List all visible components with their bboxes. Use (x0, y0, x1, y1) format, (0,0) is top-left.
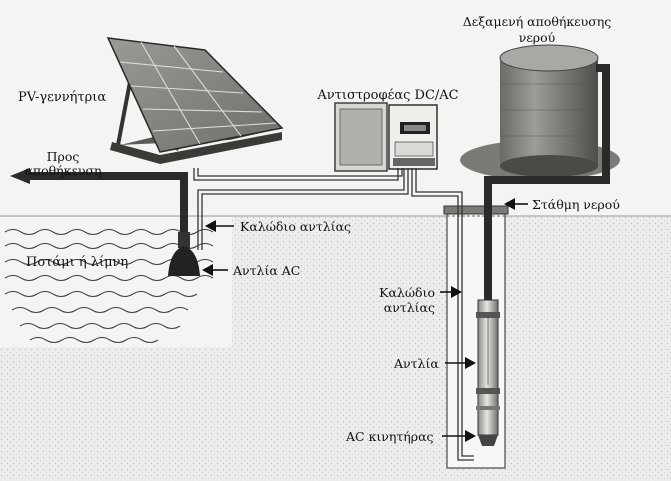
label-pump-cable-well-line1: Καλώδιο (379, 285, 435, 300)
pump-cables (193, 168, 474, 461)
label-river-lake: Ποτάμι ή λίμνη (26, 255, 129, 270)
arrow-icon-water-level (504, 198, 528, 210)
label-to-storage-line1: Προς (46, 149, 80, 164)
surface-pump (168, 232, 200, 276)
label-tank-line2: νερού (518, 30, 556, 45)
arrow-icon-pump (445, 357, 476, 369)
water-pipe (28, 64, 610, 420)
arrow-icon-pump-cable-well (440, 286, 462, 298)
label-to-storage-line2: αποθήκευση (24, 163, 102, 178)
label-tank-line1: Δεξαμενή αποθήκευσης (462, 14, 612, 29)
inverter-box (334, 102, 438, 172)
label-ac-motor: AC κινητήρας (346, 429, 434, 444)
label-pv-generator: PV-γεννήτρια (18, 90, 107, 105)
label-ac-pump: Αντλία AC (233, 263, 301, 278)
river-lake (0, 217, 232, 347)
label-water-level: Στάθμη νερού (532, 197, 620, 212)
solar-panel (106, 37, 284, 164)
label-pump-cable-well-line2: αντλίας (383, 300, 435, 315)
storage-tank (460, 44, 620, 180)
arrow-icon-pump-cable-surface (205, 220, 234, 232)
label-pump: Αντλία (394, 356, 439, 371)
flow-arrow-icon (10, 168, 30, 184)
label-inverter: Αντιστροφέας DC/AC (317, 88, 459, 103)
arrow-icon-ac-pump (202, 264, 228, 276)
arrow-icon-ac-motor (442, 430, 476, 442)
submersible-pump (476, 299, 500, 446)
label-pump-cable-surface: Καλώδιο αντλίας (240, 219, 352, 234)
